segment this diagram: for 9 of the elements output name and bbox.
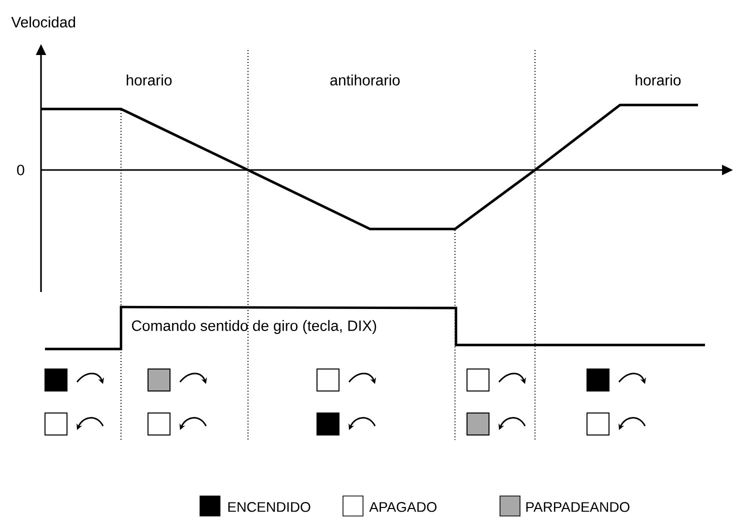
axis-title: Velocidad bbox=[11, 16, 76, 28]
legend-label: PARPADEANDO bbox=[526, 502, 630, 512]
region-label: horario bbox=[126, 74, 172, 86]
signal-label: Comando sentido de giro (tecla, DIX) bbox=[132, 320, 376, 334]
legend-label: ENCENDIDO bbox=[228, 502, 310, 512]
legend-label: APAGADO bbox=[369, 502, 436, 512]
region-label: antihorario bbox=[330, 74, 400, 86]
region-label: horario bbox=[636, 74, 681, 86]
axis-tick-label: 0 bbox=[17, 164, 24, 176]
